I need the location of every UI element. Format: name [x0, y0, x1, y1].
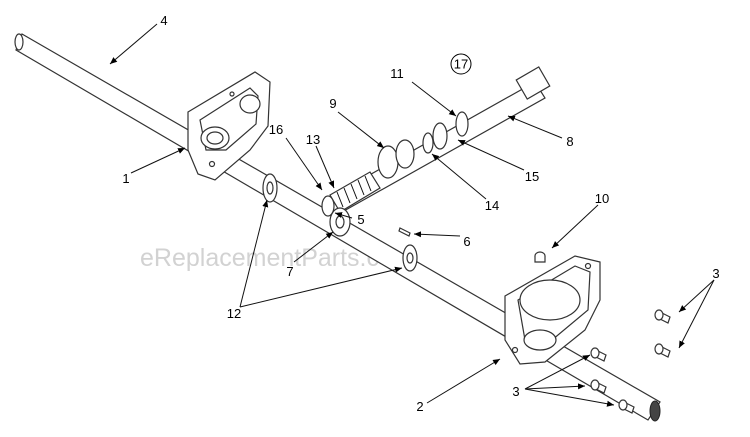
label-6: 6 [463, 234, 470, 249]
leader-lines [109, 23, 715, 407]
label-10: 10 [595, 191, 609, 206]
label-3-top: 3 [712, 266, 719, 281]
washers [262, 173, 418, 272]
worm-shaft-assembly [321, 66, 551, 217]
label-9: 9 [329, 96, 336, 111]
label-1: 1 [122, 171, 129, 186]
key-pin [398, 227, 411, 237]
label-2: 2 [416, 399, 423, 414]
label-7: 7 [286, 264, 293, 279]
left-housing-plate [187, 71, 271, 181]
label-13: 13 [306, 132, 320, 147]
label-8: 8 [566, 134, 573, 149]
label-14: 14 [485, 198, 499, 213]
plug [534, 251, 546, 263]
label-15: 15 [525, 169, 539, 184]
bolts [590, 309, 671, 414]
label-16: 16 [269, 122, 283, 137]
label-11: 11 [390, 66, 404, 81]
label-5: 5 [357, 212, 364, 227]
callout-circle [450, 53, 472, 75]
right-housing-plate [504, 255, 601, 365]
part-labels: 1 2 3 3 4 5 6 7 8 9 10 11 12 13 14 15 16 [122, 13, 719, 414]
label-3-bottom: 3 [512, 384, 519, 399]
label-12: 12 [227, 306, 241, 321]
label-4: 4 [160, 13, 167, 28]
callout-circle-label: 17 [454, 57, 468, 72]
worm-gear [329, 207, 351, 237]
